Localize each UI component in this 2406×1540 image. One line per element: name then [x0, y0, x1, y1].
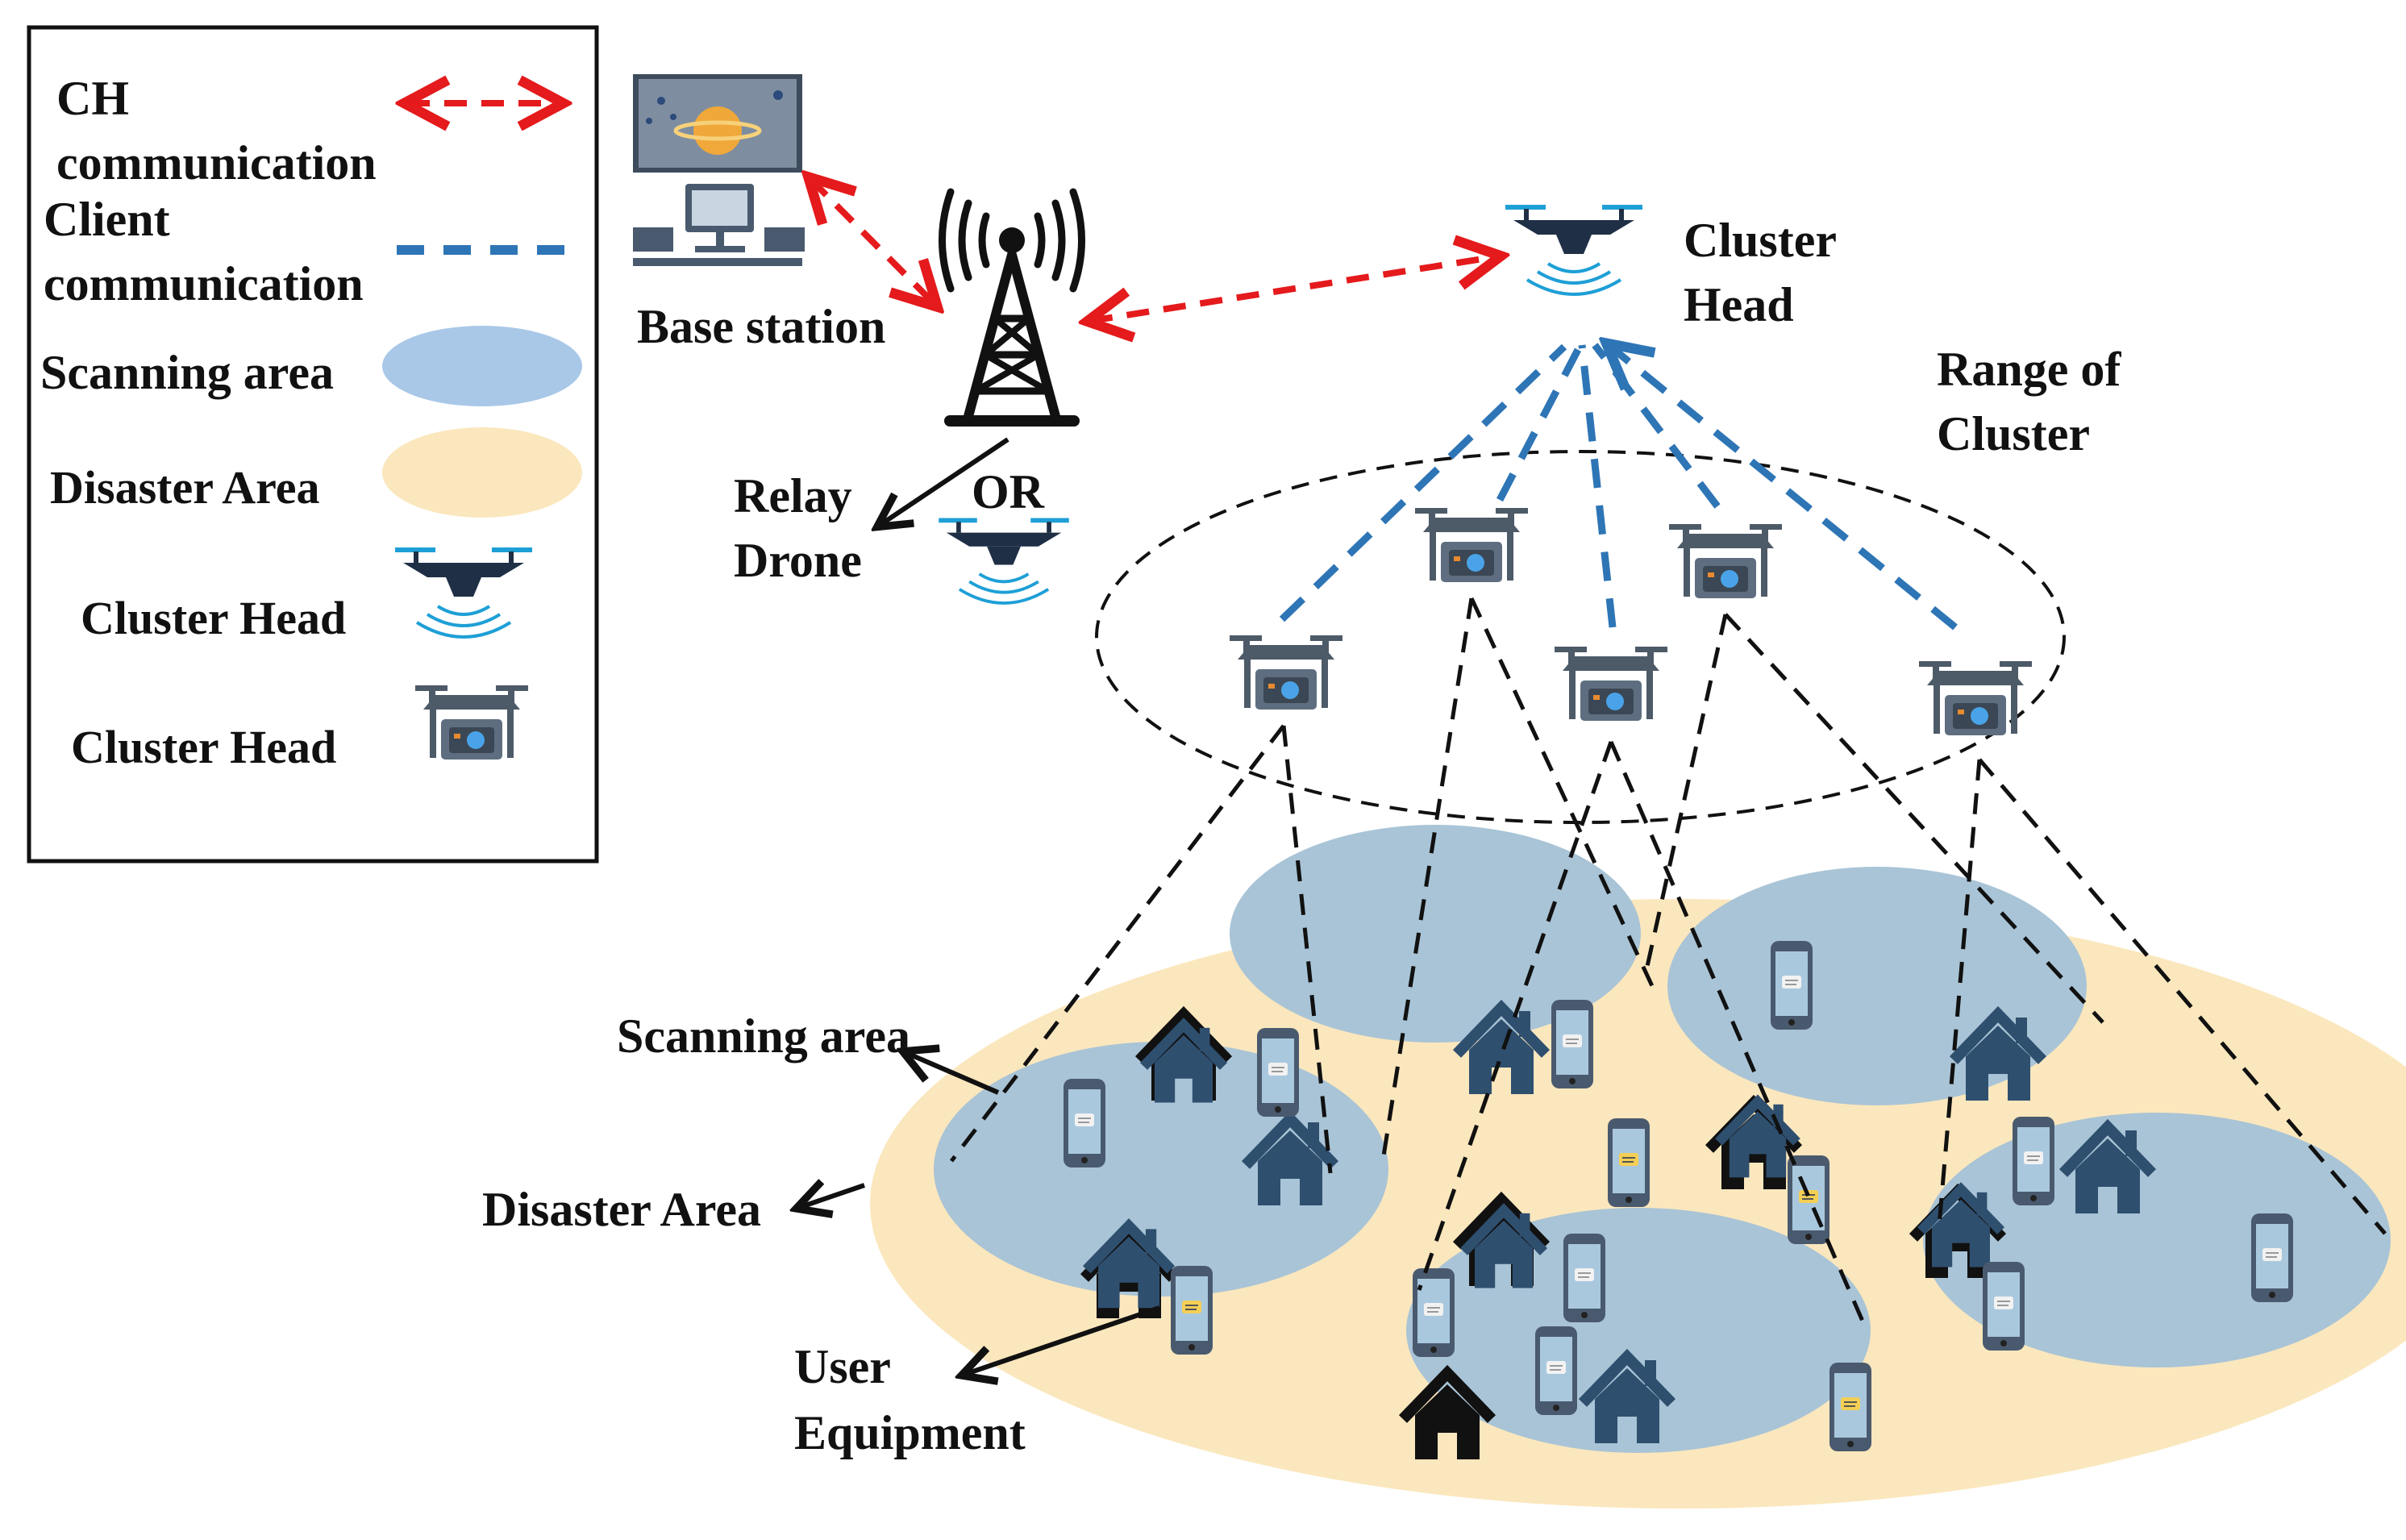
relay-drone-label-line1: Relay: [734, 469, 852, 522]
disaster-area-label: Disaster Area: [482, 1183, 761, 1236]
scanning-area-pointer-arrow: [905, 1052, 1000, 1095]
phone-icon: [1770, 940, 1813, 1030]
scanning-area-1: [1230, 825, 1641, 1043]
relay-drone-label-line2: Drone: [734, 534, 862, 587]
legend-camera-drone-icon: [415, 685, 528, 760]
range-of-cluster-label-line1: Range of: [1937, 343, 2121, 396]
client-links: [1279, 345, 1958, 631]
phone-icon: [2012, 1116, 2055, 1206]
scanning-lines: [950, 597, 2387, 1331]
cluster-member-drone-icon: [1230, 635, 1342, 710]
user-equipment-label-line1: User: [794, 1340, 891, 1393]
base-station-icon: [633, 74, 805, 266]
phone-icon: [1412, 1267, 1455, 1358]
legend-label-client-line2: communication: [44, 257, 364, 310]
cluster-member-drone-icon: [1555, 647, 1667, 721]
phone-icon: [1829, 1362, 1872, 1452]
cluster-member-drone-icon: [1415, 508, 1528, 582]
ch-link-tower-to-cluster-head: [1090, 256, 1498, 321]
phone-icon: [1063, 1078, 1106, 1168]
cluster-member-drone-icon: [1919, 661, 2032, 735]
user-equipment-pointer-arrow: [964, 1305, 1160, 1375]
phone-icon: [1256, 1027, 1300, 1118]
phone-icon: [1607, 1118, 1650, 1208]
legend-label-ch-line1: CH: [56, 72, 129, 125]
ch-link-base-to-tower: [810, 179, 935, 305]
phone-icon: [1982, 1261, 2025, 1351]
legend-label-ch-line2: communication: [56, 136, 377, 189]
cluster-range-ellipse: [1095, 450, 2066, 824]
user-equipment-label-line2: Equipment: [794, 1406, 1026, 1459]
cell-tower-icon: [939, 188, 1085, 427]
phone-icon: [1170, 1265, 1213, 1355]
or-label: OR: [972, 465, 1045, 518]
disaster-area-pointer-arrow: [798, 1185, 865, 1208]
legend-label-cluster-head-1: Cluster Head: [81, 592, 346, 644]
range-of-cluster-label-line2: Cluster: [1937, 407, 2090, 460]
legend: CH communication Client communication Sc…: [27, 25, 599, 864]
legend-label-client-line1: Client: [44, 193, 170, 246]
relay-pointer-arrow: [879, 437, 1009, 526]
legend-label-cluster-head-2: Cluster Head: [71, 721, 336, 773]
cluster-head-label-line2: Head: [1684, 278, 1794, 331]
legend-disaster-ellipse-icon: [382, 427, 582, 518]
cluster-head-label-line1: Cluster: [1684, 214, 1837, 267]
phone-icon: [1551, 999, 1594, 1089]
legend-scanning-ellipse-icon: [382, 326, 582, 406]
cluster-member-drone-icon: [1669, 524, 1782, 598]
legend-label-scanning: Scanning area: [40, 346, 334, 399]
phone-icon: [2250, 1213, 2294, 1303]
base-station-label: Base station: [637, 300, 885, 353]
phone-icon: [1534, 1326, 1578, 1416]
phone-icon: [1563, 1233, 1606, 1323]
relay-drone-icon: [939, 520, 1069, 603]
scanning-area-label: Scanning area: [617, 1009, 910, 1063]
cluster-head-drone-icon: [1505, 207, 1642, 294]
phone-icon: [1787, 1155, 1830, 1245]
legend-label-disaster: Disaster Area: [50, 461, 320, 514]
